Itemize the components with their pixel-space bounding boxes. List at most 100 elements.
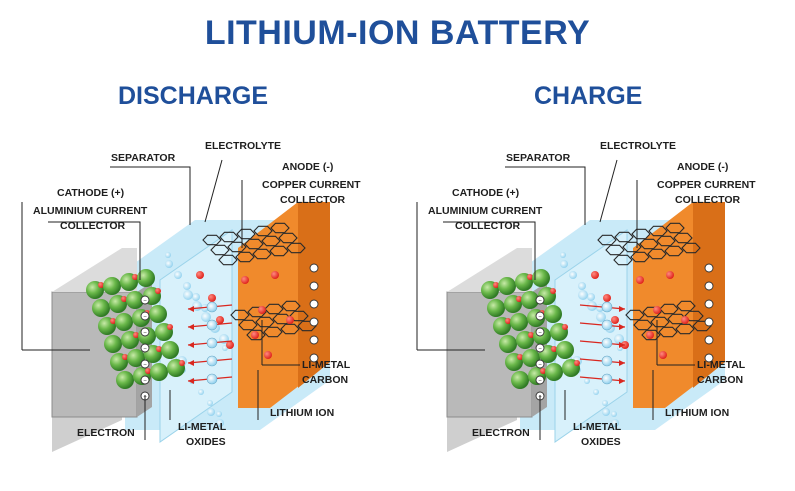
separator-ion-marker bbox=[601, 319, 613, 331]
li-metal-oxide-sphere bbox=[103, 277, 121, 295]
lithium-ion-dot bbox=[603, 294, 611, 302]
ion-flow-arrowhead bbox=[619, 306, 625, 312]
separator-pore bbox=[198, 389, 204, 395]
lithium-ion-dot bbox=[133, 332, 139, 338]
li-metal-oxide-sphere bbox=[545, 363, 563, 381]
li-metal-oxides-label-2: OXIDES bbox=[581, 436, 621, 448]
carbon-lattice-cell bbox=[675, 323, 695, 335]
li-metal-oxide-sphere bbox=[161, 341, 179, 359]
carbon-lattice-cell bbox=[665, 222, 685, 234]
separator-ion-marker bbox=[601, 373, 613, 385]
carbon-lattice-cell bbox=[630, 251, 650, 263]
li-metal-oxide-sphere bbox=[116, 371, 134, 389]
li-metal-oxide-sphere bbox=[137, 269, 155, 287]
electrolyte-label: ELECTROLYTE bbox=[600, 140, 677, 152]
separator-pore bbox=[611, 419, 619, 427]
carbon-lattice-cell bbox=[614, 231, 634, 243]
carbon-lattice-cell bbox=[269, 245, 289, 257]
electron-symbol: − bbox=[538, 315, 542, 321]
separator-pore bbox=[192, 293, 200, 301]
anode-label: ANODE (-) bbox=[677, 161, 729, 173]
electron-marker bbox=[140, 311, 150, 321]
carbon-lattice-cell bbox=[235, 251, 255, 263]
separator-pore bbox=[614, 334, 624, 344]
leader-line bbox=[443, 221, 536, 280]
separator-pore bbox=[587, 293, 595, 301]
li-metal-oxide-sphere bbox=[127, 349, 145, 367]
li-metal-oxide-sphere bbox=[104, 335, 122, 353]
electron-marker bbox=[535, 375, 545, 385]
electron-marker bbox=[704, 299, 714, 309]
lithium-ion-dot bbox=[551, 346, 557, 352]
li-metal-oxide-sphere bbox=[150, 363, 168, 381]
carbon-lattice-cell bbox=[252, 248, 272, 260]
cathode-label: CATHODE (+) bbox=[452, 187, 520, 199]
separator-ion-marker bbox=[601, 355, 613, 367]
lithium-ion-dot bbox=[528, 332, 534, 338]
leader-line bbox=[110, 166, 191, 225]
lithium-ion-dot bbox=[122, 354, 128, 360]
electron-label: ELECTRON bbox=[472, 427, 530, 439]
lithium-ion-dot bbox=[155, 288, 161, 294]
li-metal-oxide-sphere bbox=[126, 291, 144, 309]
electron-marker bbox=[535, 311, 545, 321]
carbon-lattice-cell bbox=[664, 245, 684, 257]
separator-pore bbox=[602, 408, 610, 416]
li-metal-oxides-label: LI-METAL bbox=[178, 421, 227, 433]
li-metal-oxide-sphere bbox=[511, 371, 529, 389]
lithium-ion-dot bbox=[505, 318, 511, 324]
aluminium-collector-label: ALUMINIUM CURRENT bbox=[428, 205, 543, 217]
li-metal-oxide-sphere bbox=[521, 291, 539, 309]
electron-marker bbox=[309, 317, 319, 327]
separator-ion-marker bbox=[206, 337, 218, 349]
separator-pore bbox=[593, 389, 599, 395]
lithium-ion-dot bbox=[653, 306, 661, 314]
electron-marker bbox=[309, 299, 319, 309]
carbon-lattice-cell bbox=[647, 248, 667, 260]
ion-flow-arrowhead bbox=[188, 342, 194, 348]
separator-pore bbox=[216, 419, 224, 427]
electron-marker bbox=[704, 353, 714, 363]
battery-cell-illustration: −−−−−−− bbox=[416, 159, 725, 452]
carbon-lattice-cell bbox=[605, 244, 625, 256]
carbon-lattice-cell bbox=[230, 309, 250, 321]
separator-pore bbox=[578, 282, 586, 290]
lithium-ion-dot bbox=[196, 271, 204, 279]
aluminium-collector-label-2: COLLECTOR bbox=[455, 220, 521, 232]
li-metal-oxide-sphere bbox=[487, 299, 505, 317]
electron-marker bbox=[309, 263, 319, 273]
carbon-lattice-cell bbox=[281, 300, 301, 312]
lithium-ion-dot bbox=[258, 306, 266, 314]
lithium-ion-dot bbox=[132, 274, 138, 280]
carbon-lattice-cell bbox=[631, 228, 651, 240]
lithium-ion-dot bbox=[145, 368, 151, 374]
separator-pore bbox=[584, 378, 590, 384]
separator-ion-marker bbox=[206, 355, 218, 367]
carbon-lattice-cell bbox=[261, 235, 281, 247]
carbon-lattice-cell bbox=[255, 316, 275, 328]
lithium-ion-dot bbox=[550, 288, 556, 294]
separator-pore bbox=[183, 290, 193, 300]
li-metal-oxide-sphere bbox=[544, 305, 562, 323]
ion-flow-arrowhead bbox=[188, 378, 194, 384]
carbon-lattice-cell bbox=[272, 313, 292, 325]
carbon-lattice-cell bbox=[681, 242, 701, 254]
electron-marker bbox=[140, 359, 150, 369]
lithium-ion-dot bbox=[591, 271, 599, 279]
carbon-lattice-cell bbox=[641, 329, 661, 341]
ion-flow-arrowhead bbox=[188, 360, 194, 366]
carbon-lattice-cell bbox=[676, 300, 696, 312]
lithium-ion-dot bbox=[121, 296, 127, 302]
lithium-ion-dot bbox=[646, 331, 654, 339]
lithium-ion-label: LITHIUM ION bbox=[665, 407, 730, 419]
carbon-lattice-cell bbox=[286, 242, 306, 254]
lithium-ion-dot bbox=[562, 324, 568, 330]
copper-collector-side bbox=[693, 202, 725, 388]
lithium-ion-dot bbox=[527, 274, 533, 280]
li-metal-oxide-sphere bbox=[149, 305, 167, 323]
electron-symbol: − bbox=[143, 379, 147, 385]
li-metal-oxides-label: LI-METAL bbox=[573, 421, 622, 433]
electron-symbol: − bbox=[538, 347, 542, 353]
carbon-lattice-cell bbox=[648, 225, 668, 237]
electron-marker bbox=[140, 327, 150, 337]
